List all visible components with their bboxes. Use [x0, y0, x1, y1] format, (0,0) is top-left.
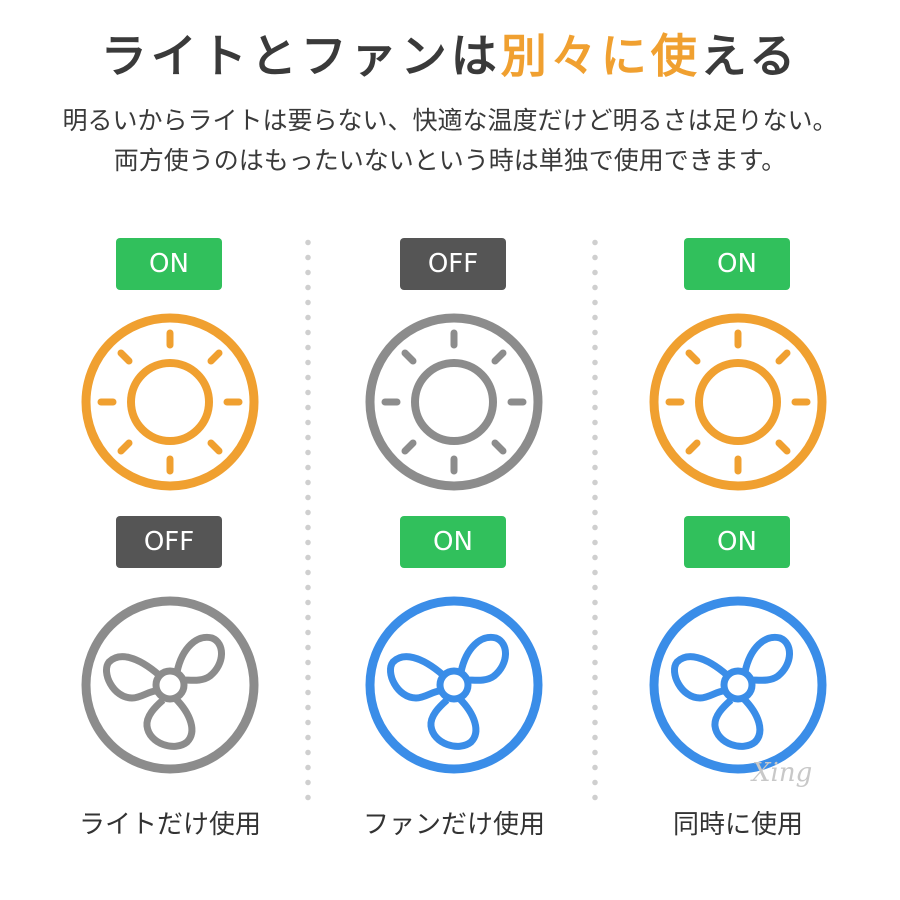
- light-status-badge: OFF: [400, 238, 506, 290]
- dotted-divider: [592, 235, 598, 805]
- description-line1: 明るいからライトは要らない、快適な温度だけど明るさは足りない。: [62, 106, 838, 135]
- mode-caption: ライトだけ使用: [78, 810, 261, 840]
- dotted-divider: [305, 235, 311, 805]
- mode-caption: 同時に使用: [672, 810, 803, 840]
- light-off-icon: [365, 313, 543, 491]
- light-status-badge: ON: [684, 238, 790, 290]
- page-title: ライトとファンは別々に使える: [0, 26, 900, 86]
- title-part1: ライトとファンは: [100, 29, 501, 83]
- mode-column-both: ON ON 同時に使用: [588, 228, 888, 868]
- fan-status-badge: ON: [400, 516, 506, 568]
- light-status-badge: ON: [116, 238, 222, 290]
- fan-on-icon: [365, 596, 543, 774]
- fan-status-badge: OFF: [116, 516, 222, 568]
- light-on-icon: [81, 313, 259, 491]
- title-part2: える: [700, 29, 800, 83]
- mode-column-fan-only: OFF ON ファンだけ使用: [304, 228, 604, 868]
- fan-on-icon: [649, 596, 827, 774]
- watermark-logo: Xing: [752, 758, 813, 788]
- fan-status-badge: ON: [684, 516, 790, 568]
- light-on-icon: [649, 313, 827, 491]
- title-highlight: 別々に使: [500, 29, 701, 83]
- mode-column-light-only: ON OFF ライトだけ使用: [20, 228, 320, 868]
- mode-caption: ファンだけ使用: [362, 810, 545, 840]
- description-line2: 両方使うのはもったいないという時は単独で使用できます。: [113, 146, 787, 175]
- fan-off-icon: [81, 596, 259, 774]
